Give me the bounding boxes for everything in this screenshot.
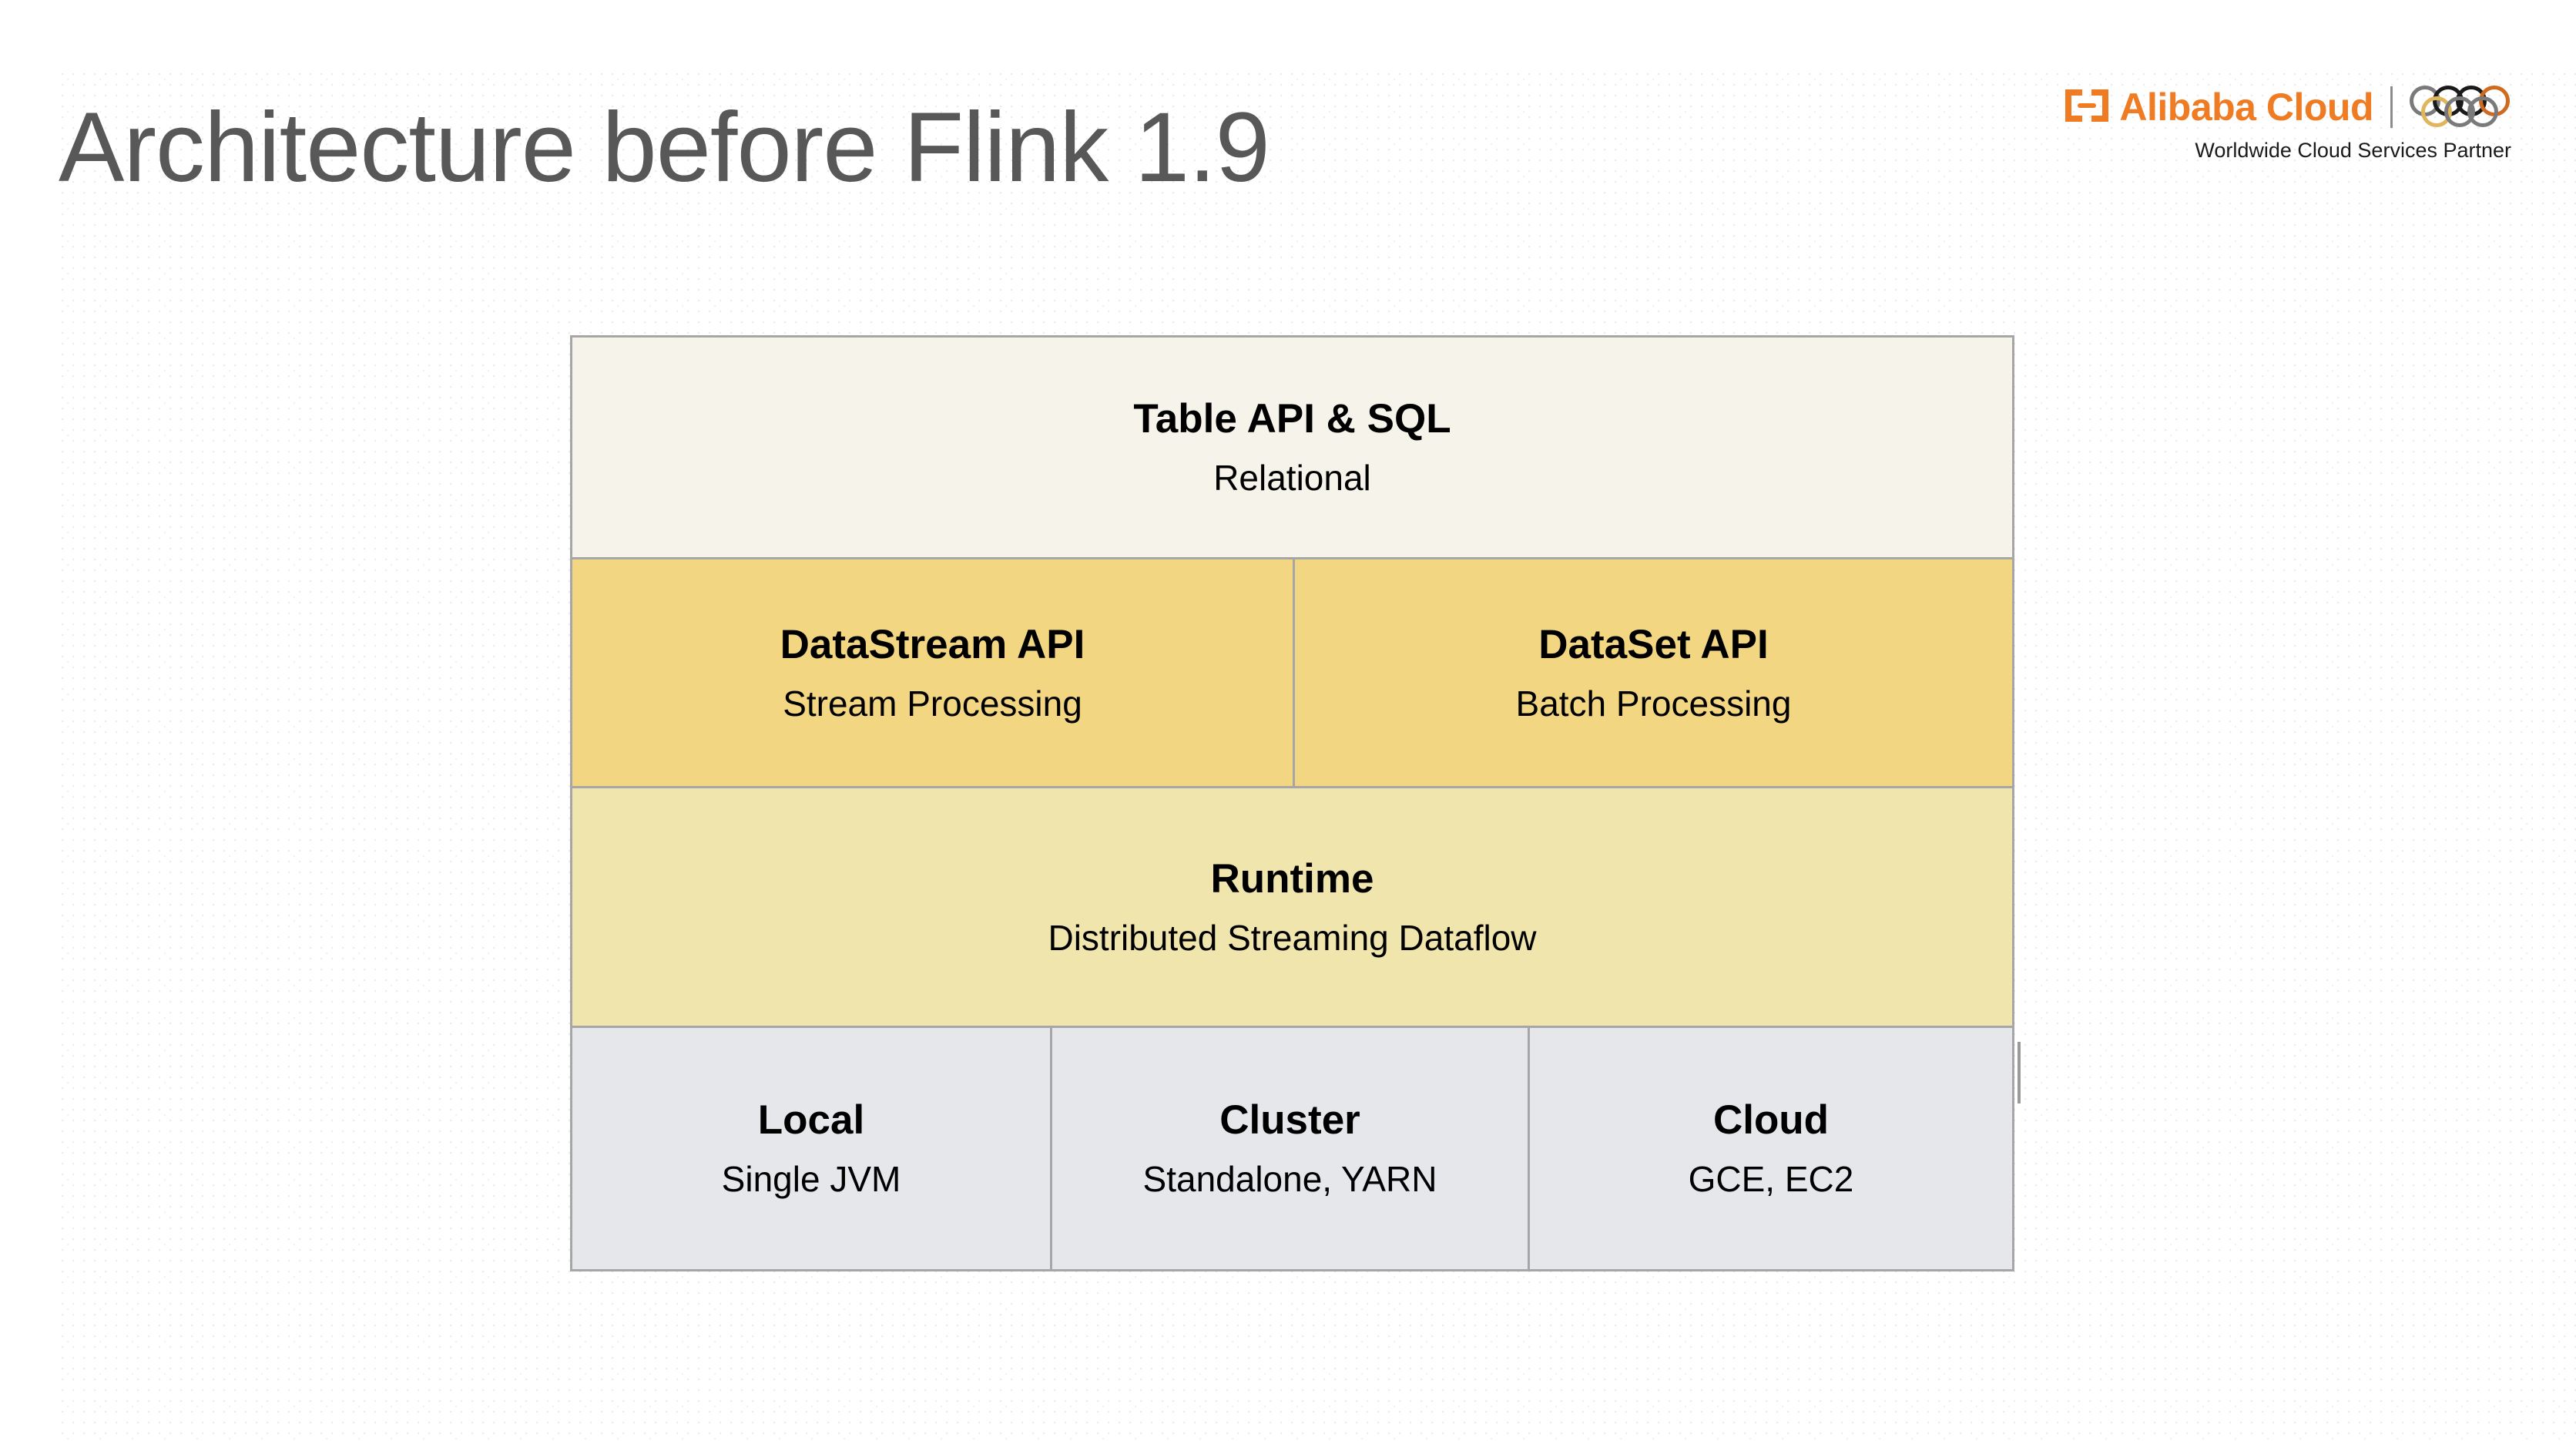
- cell-subtitle: Stream Processing: [783, 683, 1082, 724]
- stack-cell-dataset-api: DataSet API Batch Processing: [1293, 559, 2012, 786]
- cell-subtitle: Single JVM: [721, 1159, 901, 1200]
- stack-cell-datastream-api: DataStream API Stream Processing: [572, 559, 1293, 786]
- brand-name: Alibaba Cloud: [2119, 86, 2373, 129]
- stack-cell-runtime: Runtime Distributed Streaming Dataflow: [572, 788, 2012, 1026]
- logo-lockup: Alibaba Cloud: [2049, 83, 2511, 131]
- stack-cell-table-api: Table API & SQL Relational: [572, 338, 2012, 557]
- stack-layer-table-api: Table API & SQL Relational: [572, 338, 2012, 557]
- alibaba-cloud-logo: Alibaba Cloud Worldwide Cloud Services P…: [2049, 83, 2511, 163]
- stack-layer-apis: DataStream API Stream Processing DataSet…: [572, 557, 2012, 786]
- cell-heading: Cluster: [1219, 1097, 1360, 1144]
- cell-heading: DataSet API: [1538, 621, 1769, 667]
- alibaba-cloud-bracket-icon: [2062, 86, 2111, 129]
- cell-subtitle: Relational: [1213, 458, 1371, 499]
- stack-layer-deployment: Local Single JVM Cluster Standalone, YAR…: [572, 1026, 2012, 1269]
- stack-cell-local: Local Single JVM: [572, 1028, 1050, 1269]
- cell-heading: Local: [757, 1097, 865, 1144]
- cell-subtitle: GCE, EC2: [1688, 1159, 1854, 1200]
- cell-subtitle: Distributed Streaming Dataflow: [1048, 917, 1537, 958]
- stray-tick-mark: [2018, 1042, 2021, 1103]
- cell-heading: Table API & SQL: [1133, 396, 1451, 442]
- stack-cell-cloud: Cloud GCE, EC2: [1528, 1028, 2012, 1269]
- cell-heading: Cloud: [1712, 1097, 1830, 1144]
- stack-cell-cluster: Cluster Standalone, YARN: [1050, 1028, 1528, 1269]
- logo-separator: [2390, 86, 2393, 128]
- cell-heading: DataStream API: [780, 621, 1085, 667]
- cell-heading: Runtime: [1210, 855, 1374, 902]
- cell-subtitle: Batch Processing: [1515, 683, 1792, 724]
- olympic-rings-icon: [2410, 86, 2511, 129]
- cell-subtitle: Standalone, YARN: [1142, 1159, 1437, 1200]
- brand-mark: Alibaba Cloud: [2062, 86, 2373, 129]
- logo-tagline: Worldwide Cloud Services Partner: [2195, 139, 2511, 162]
- flink-architecture-stack: Table API & SQL Relational DataStream AP…: [570, 335, 2014, 1271]
- stack-layer-runtime: Runtime Distributed Streaming Dataflow: [572, 786, 2012, 1026]
- page-title: Architecture before Flink 1.9: [59, 92, 1270, 203]
